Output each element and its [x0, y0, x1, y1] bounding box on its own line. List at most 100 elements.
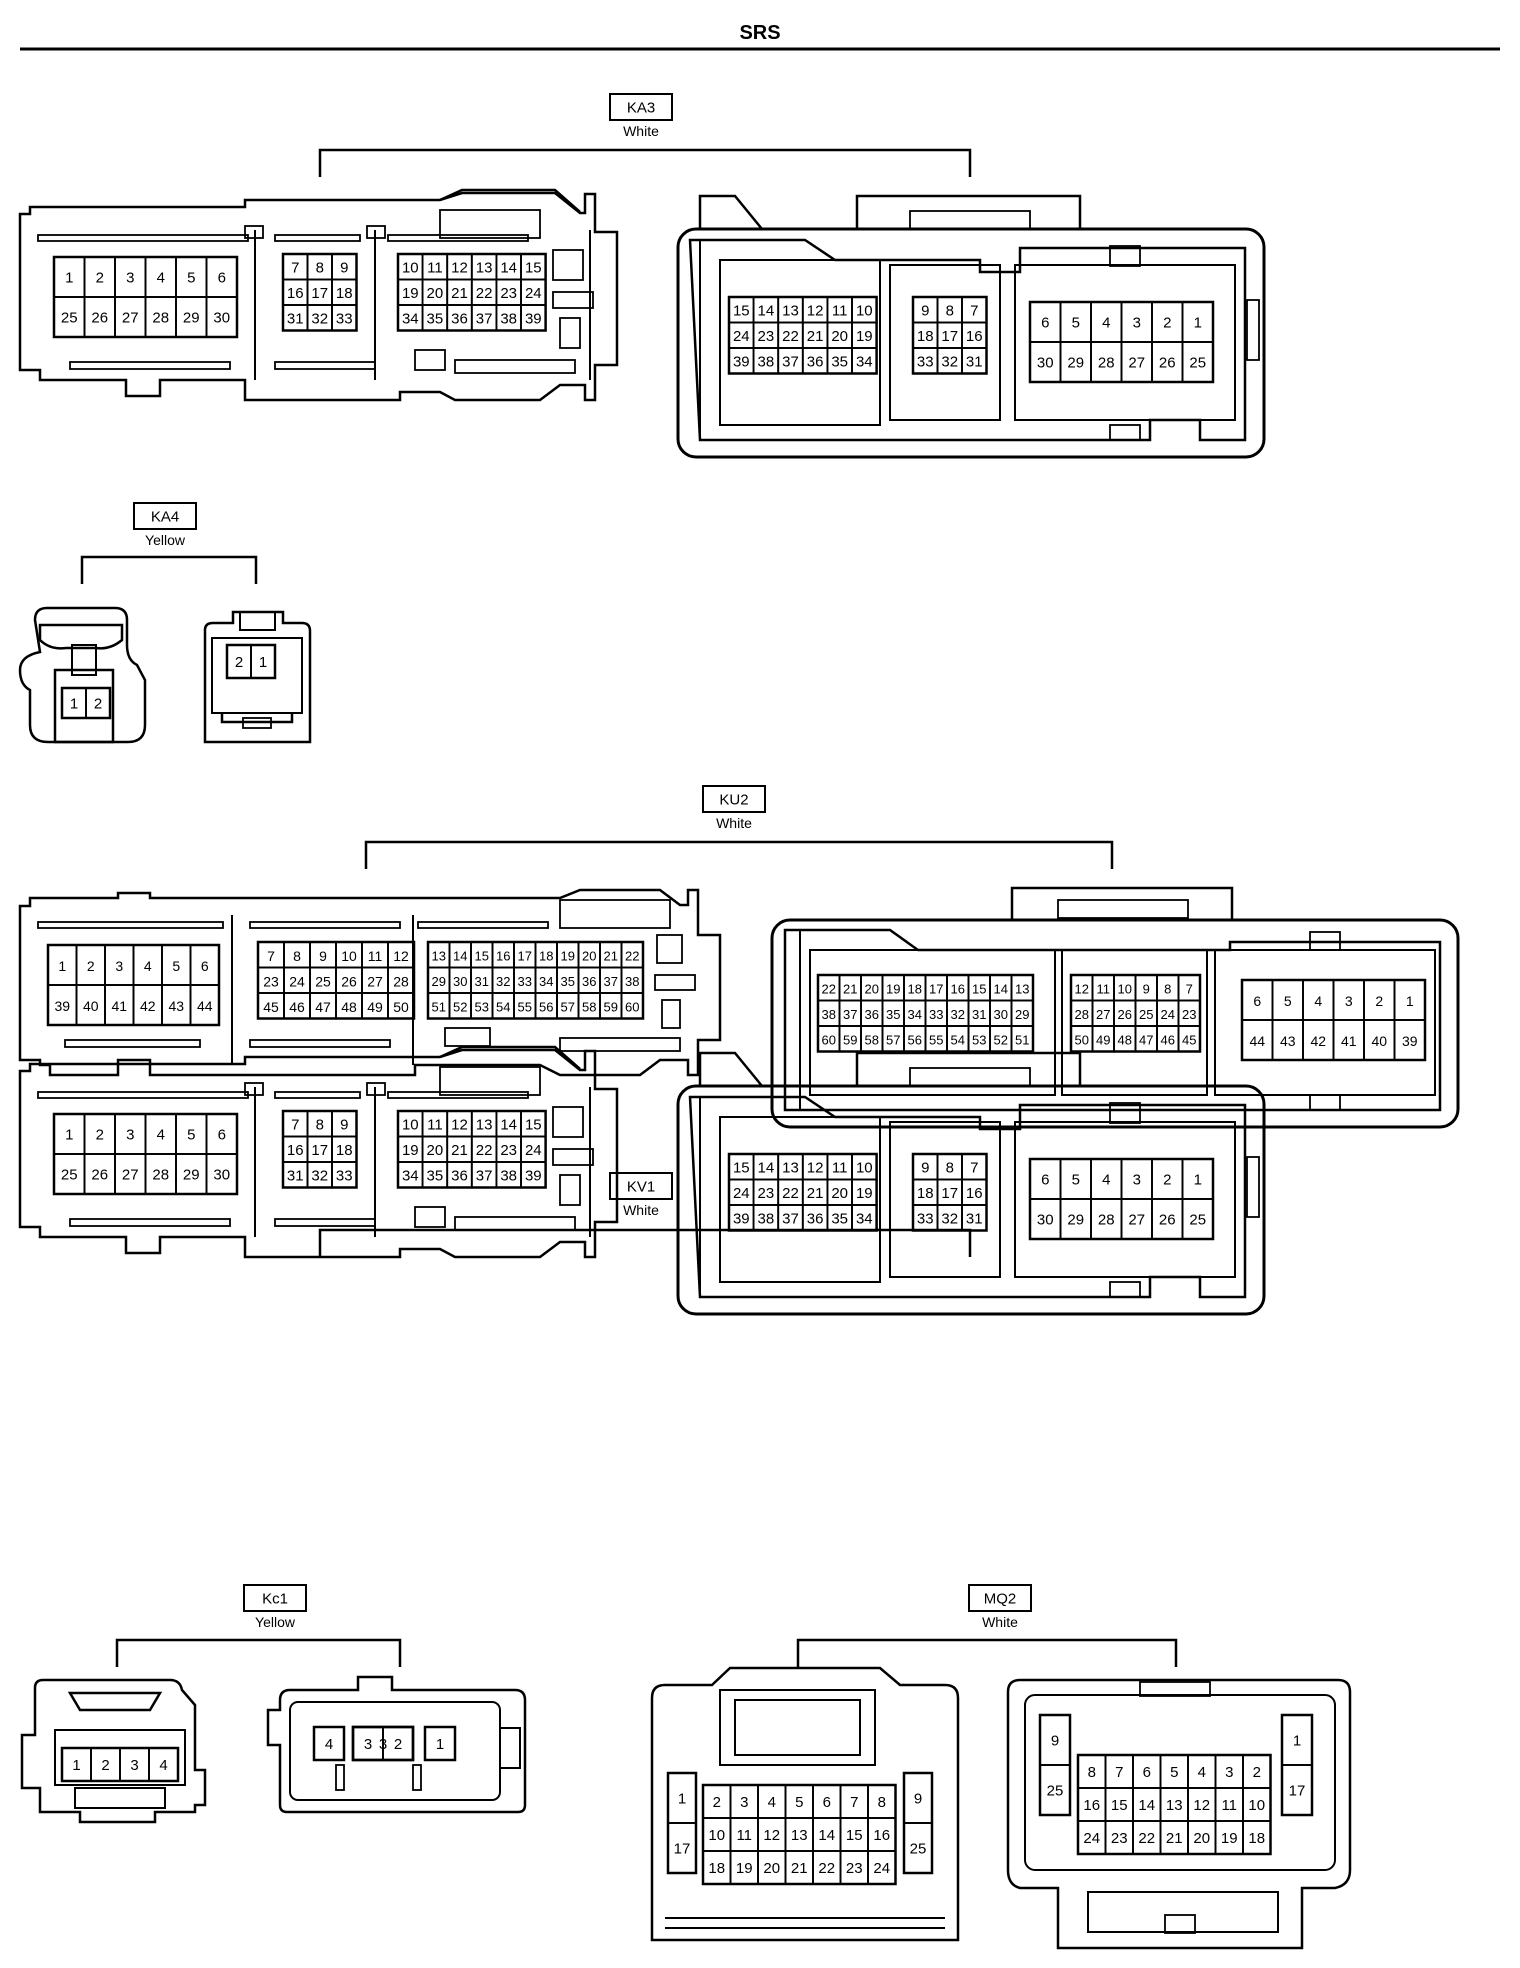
- side-slot-a: [552, 1106, 584, 1138]
- pin-number: 46: [1161, 1032, 1175, 1047]
- rib-bottom-c: [559, 1037, 681, 1052]
- connector-id: KA4: [151, 509, 179, 526]
- cell-b: [889, 1121, 1001, 1278]
- connector-bracket: [318, 1228, 972, 1257]
- pin-number: 18: [708, 1860, 725, 1877]
- pin-number: 21: [791, 1860, 808, 1877]
- pin-number: 15: [733, 1159, 750, 1176]
- latch-top: [439, 188, 581, 213]
- pin-number: 10: [856, 1159, 873, 1176]
- bottom-slot: [1109, 424, 1141, 441]
- pin-number: 16: [966, 328, 983, 345]
- pin-number: 18: [917, 328, 934, 345]
- pin-number: 3: [115, 958, 123, 974]
- inner-shell: [54, 1729, 186, 1786]
- pin-number: 4: [325, 1736, 333, 1753]
- ka3-left-housing: [18, 188, 619, 402]
- pin-number: 23: [1111, 1830, 1128, 1847]
- inner-shell: [783, 928, 1442, 1112]
- pin-number: 31: [972, 1007, 986, 1022]
- pin-number: 17: [1289, 1783, 1306, 1800]
- pin-number: 42: [1310, 1033, 1326, 1049]
- pin-number: 16: [966, 1185, 983, 1202]
- pin-number: 16: [287, 1142, 304, 1159]
- pin-number: 3: [126, 270, 134, 287]
- pin-number: 32: [951, 1007, 965, 1022]
- key-b: [412, 1764, 422, 1791]
- pin-number: 15: [525, 259, 542, 276]
- pin-number: 49: [367, 999, 383, 1015]
- pin-number: 32: [311, 310, 328, 327]
- pin-number: 27: [122, 310, 139, 327]
- kv1-left-housing: [18, 1045, 619, 1259]
- pin-number: 11: [832, 1159, 848, 1176]
- pin-number: 52: [994, 1032, 1008, 1047]
- pin-number: 19: [561, 948, 575, 963]
- pin-cell: [424, 1726, 456, 1761]
- pin-cell: [250, 644, 276, 679]
- ka4-left-housing: [18, 606, 147, 744]
- ka4-right-housing: [203, 610, 312, 744]
- pin-number: 7: [267, 948, 275, 964]
- pin-number: 43: [168, 998, 184, 1014]
- pin-number: 6: [823, 1794, 831, 1811]
- connector-color: White: [623, 1202, 659, 1218]
- pin-number: 6: [218, 1127, 226, 1144]
- side-slot-b: [654, 974, 696, 991]
- pin-number: 27: [1128, 355, 1145, 372]
- rib-top-a: [37, 921, 224, 929]
- connector-id: KV1: [627, 1179, 655, 1196]
- connector-bracket: [364, 840, 1114, 869]
- pin-number: 18: [908, 981, 922, 996]
- cell-a: [809, 949, 1056, 1096]
- pin-number: 12: [451, 259, 468, 276]
- pin-number: 55: [929, 1032, 943, 1047]
- pin-number: 5: [1284, 993, 1292, 1009]
- pin-number: 27: [122, 1167, 139, 1184]
- pin-number: 20: [1193, 1830, 1210, 1847]
- cell-a: [719, 259, 881, 426]
- outer-shell: [1006, 1678, 1352, 1950]
- pin-number: 24: [525, 1142, 542, 1159]
- rib-bottom-a: [64, 1039, 201, 1048]
- outer-shell: [650, 1666, 960, 1942]
- pin-number: 28: [1098, 1212, 1115, 1229]
- pin-number: 8: [946, 302, 954, 319]
- pin-number: 11: [736, 1827, 752, 1844]
- pin-number: 6: [1041, 315, 1049, 332]
- pin-number: 17: [311, 1142, 328, 1159]
- pin-number: 30: [213, 310, 230, 327]
- pin-number: 26: [341, 973, 357, 989]
- pin-number: 13: [782, 1159, 799, 1176]
- pin-number: 28: [152, 310, 169, 327]
- pin-number: 25: [1139, 1007, 1153, 1022]
- rib-bottom-b: [274, 361, 376, 370]
- pin-number: 7: [970, 1159, 978, 1176]
- pin-number: 13: [782, 302, 799, 319]
- pin-number: 35: [831, 353, 848, 370]
- notch-2: [366, 225, 386, 239]
- bottom-latch: [1087, 1891, 1279, 1933]
- pin-number: 10: [856, 302, 873, 319]
- pin-number: 9: [1143, 981, 1150, 996]
- pin-number: 21: [807, 1185, 824, 1202]
- cell-b: [889, 264, 1001, 421]
- pin-number: 47: [315, 999, 331, 1015]
- pin-number: 1: [1194, 315, 1202, 332]
- connector-id: KU2: [719, 792, 748, 809]
- latch-tab-left: [698, 1051, 763, 1087]
- pin-number: 28: [1075, 1007, 1089, 1022]
- pin-number: 19: [736, 1860, 753, 1877]
- pin-cell: [851, 347, 878, 375]
- pin-number: 35: [427, 1167, 444, 1184]
- pin-number: 48: [341, 999, 357, 1015]
- pin-cell: [961, 1204, 988, 1232]
- pin-number: 26: [91, 1167, 108, 1184]
